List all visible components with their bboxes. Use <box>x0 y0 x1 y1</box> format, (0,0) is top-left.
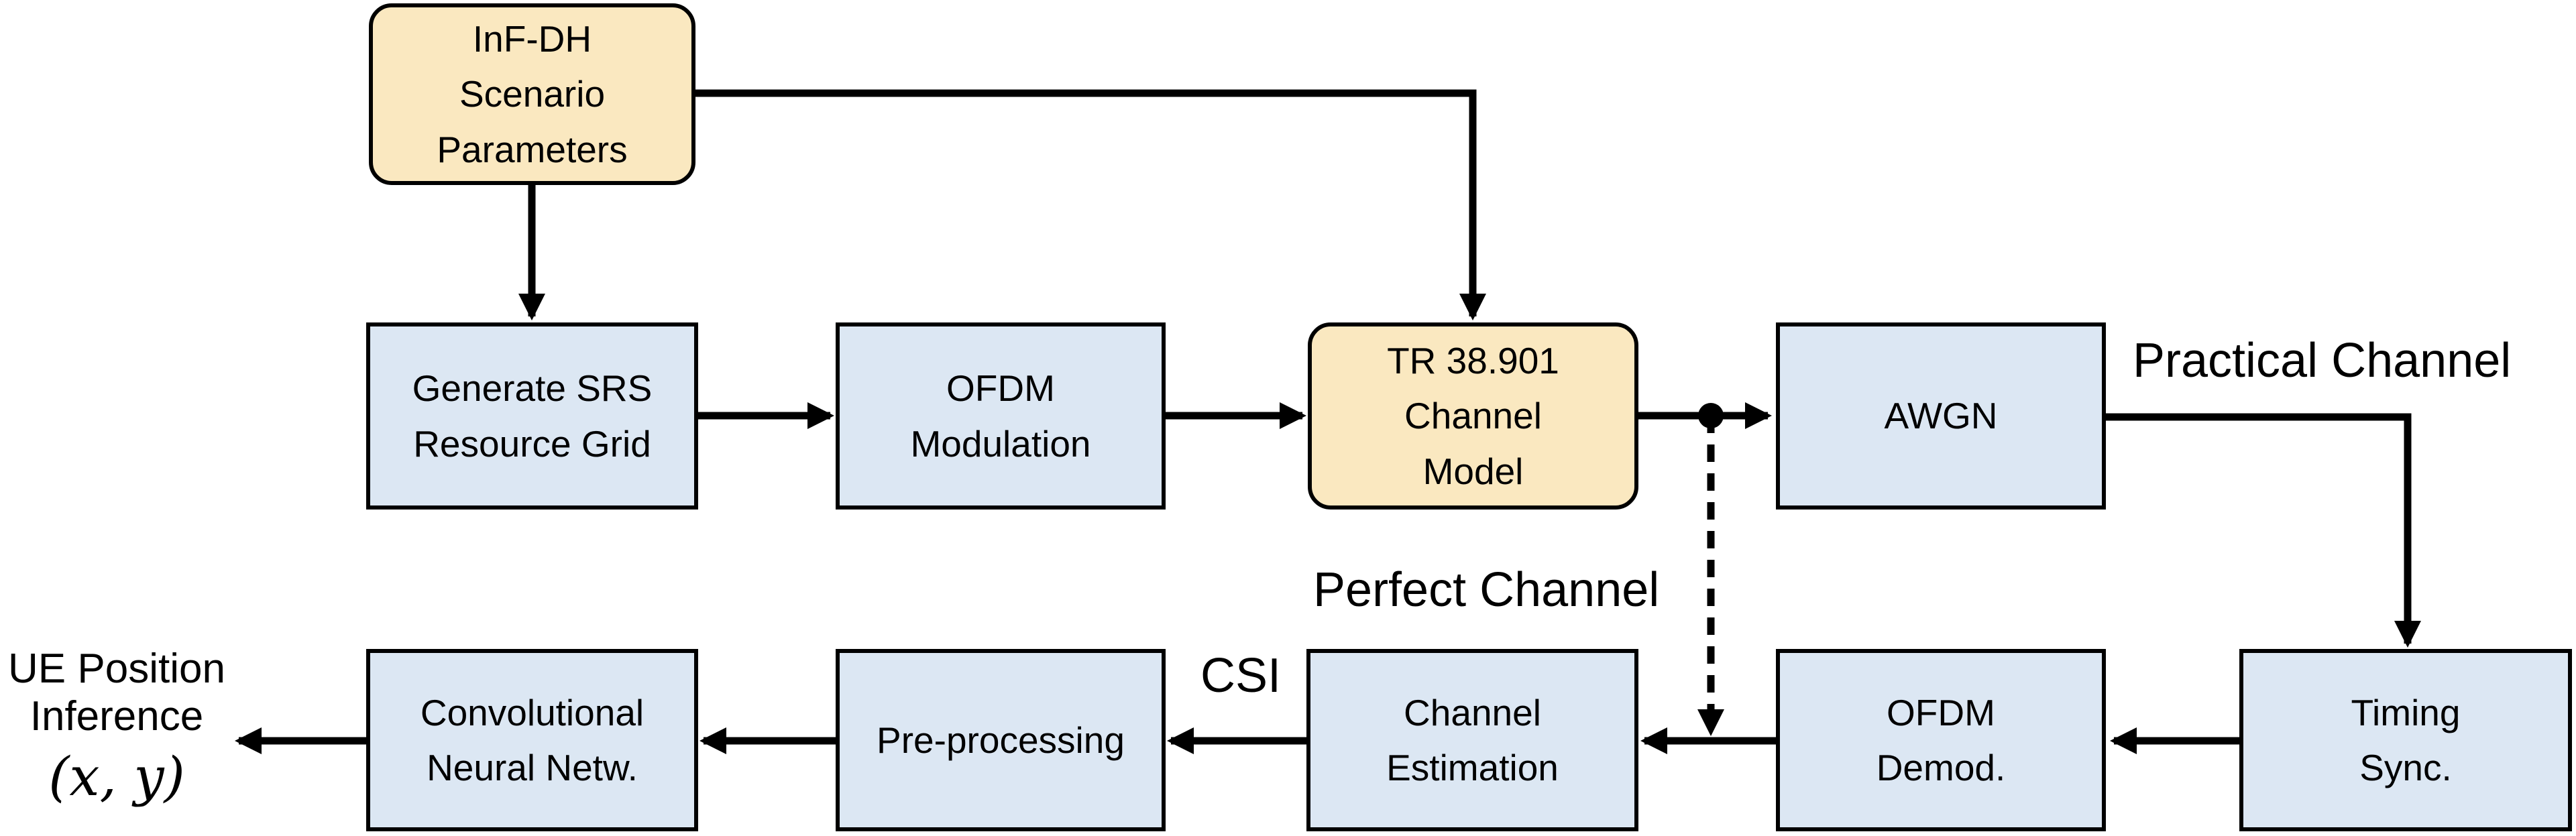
node-label: OFDM Modulation <box>910 367 1091 465</box>
output-line-1: UE Position <box>8 646 225 692</box>
node-label: InF-DH Scenario Parameters <box>437 17 628 170</box>
node-inf-dh-scenario-parameters: InF-DH Scenario Parameters <box>369 3 695 185</box>
node-awgn: AWGN <box>1776 322 2106 510</box>
node-label: Timing Sync. <box>2351 691 2461 789</box>
output-ue-position-inference: UE Position Inference (x, y) <box>0 645 233 809</box>
node-ofdm-demod: OFDM Demod. <box>1776 649 2106 831</box>
node-label: Convolutional Neural Netw. <box>420 691 645 789</box>
output-line-2: Inference <box>30 693 204 740</box>
node-ofdm-modulation: OFDM Modulation <box>836 322 1166 510</box>
junction-dot <box>1698 403 1724 428</box>
edge-awgn-to-timingsync <box>2106 413 2421 648</box>
node-label: Pre-processing <box>877 719 1125 761</box>
node-label: Generate SRS Resource Grid <box>412 367 653 465</box>
node-label: OFDM Demod. <box>1876 691 2006 789</box>
label-csi: CSI <box>1200 649 1282 703</box>
node-generate-srs-resource-grid: Generate SRS Resource Grid <box>366 322 698 510</box>
node-convolutional-neural-netw: Convolutional Neural Netw. <box>366 649 698 831</box>
edge-infdh-to-tr38901 <box>695 89 1486 320</box>
node-label: Channel Estimation <box>1386 691 1559 789</box>
label-practical-channel: Practical Channel <box>2133 334 2512 387</box>
node-tr-38-901-channel-model: TR 38.901 Channel Model <box>1308 322 1638 510</box>
node-label: AWGN <box>1884 395 1998 437</box>
node-timing-sync: Timing Sync. <box>2239 649 2572 831</box>
label-perfect-channel: Perfect Channel <box>1313 563 1660 617</box>
node-channel-estimation: Channel Estimation <box>1306 649 1638 831</box>
node-label: TR 38.901 Channel Model <box>1387 339 1559 492</box>
output-math-xy: (x, y) <box>48 745 185 808</box>
node-pre-processing: Pre-processing <box>836 649 1166 831</box>
